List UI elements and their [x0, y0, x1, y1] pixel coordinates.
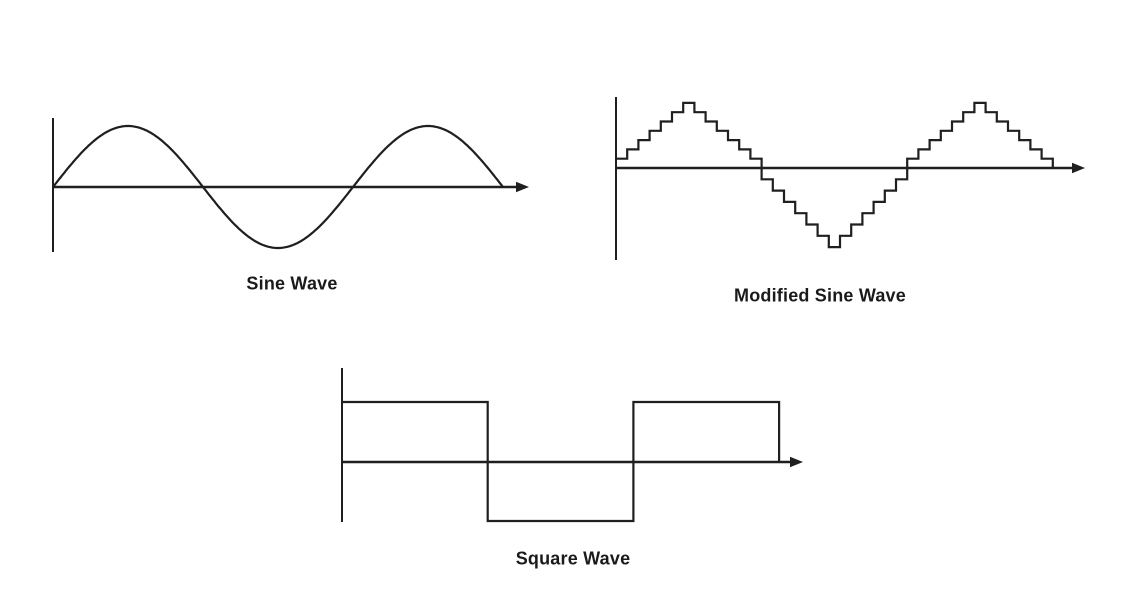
figure-square: [341, 368, 803, 523]
modified-sine-x-axis-arrow-icon: [1072, 162, 1085, 174]
modified-sine-wave-label: Modified Sine Wave: [734, 285, 906, 306]
sine-wave-label: Sine Wave: [246, 273, 338, 294]
square-x-axis-arrow-icon: [790, 456, 803, 468]
figure-modified-sine: [615, 97, 1085, 260]
figure-sine: [52, 118, 529, 252]
sine-x-axis-arrow-icon: [516, 181, 529, 193]
square-wave-label: Square Wave: [515, 548, 631, 569]
square-curve: [342, 400, 781, 523]
modified-sine-curve: [616, 101, 1054, 249]
sine-curve: [52, 124, 504, 250]
